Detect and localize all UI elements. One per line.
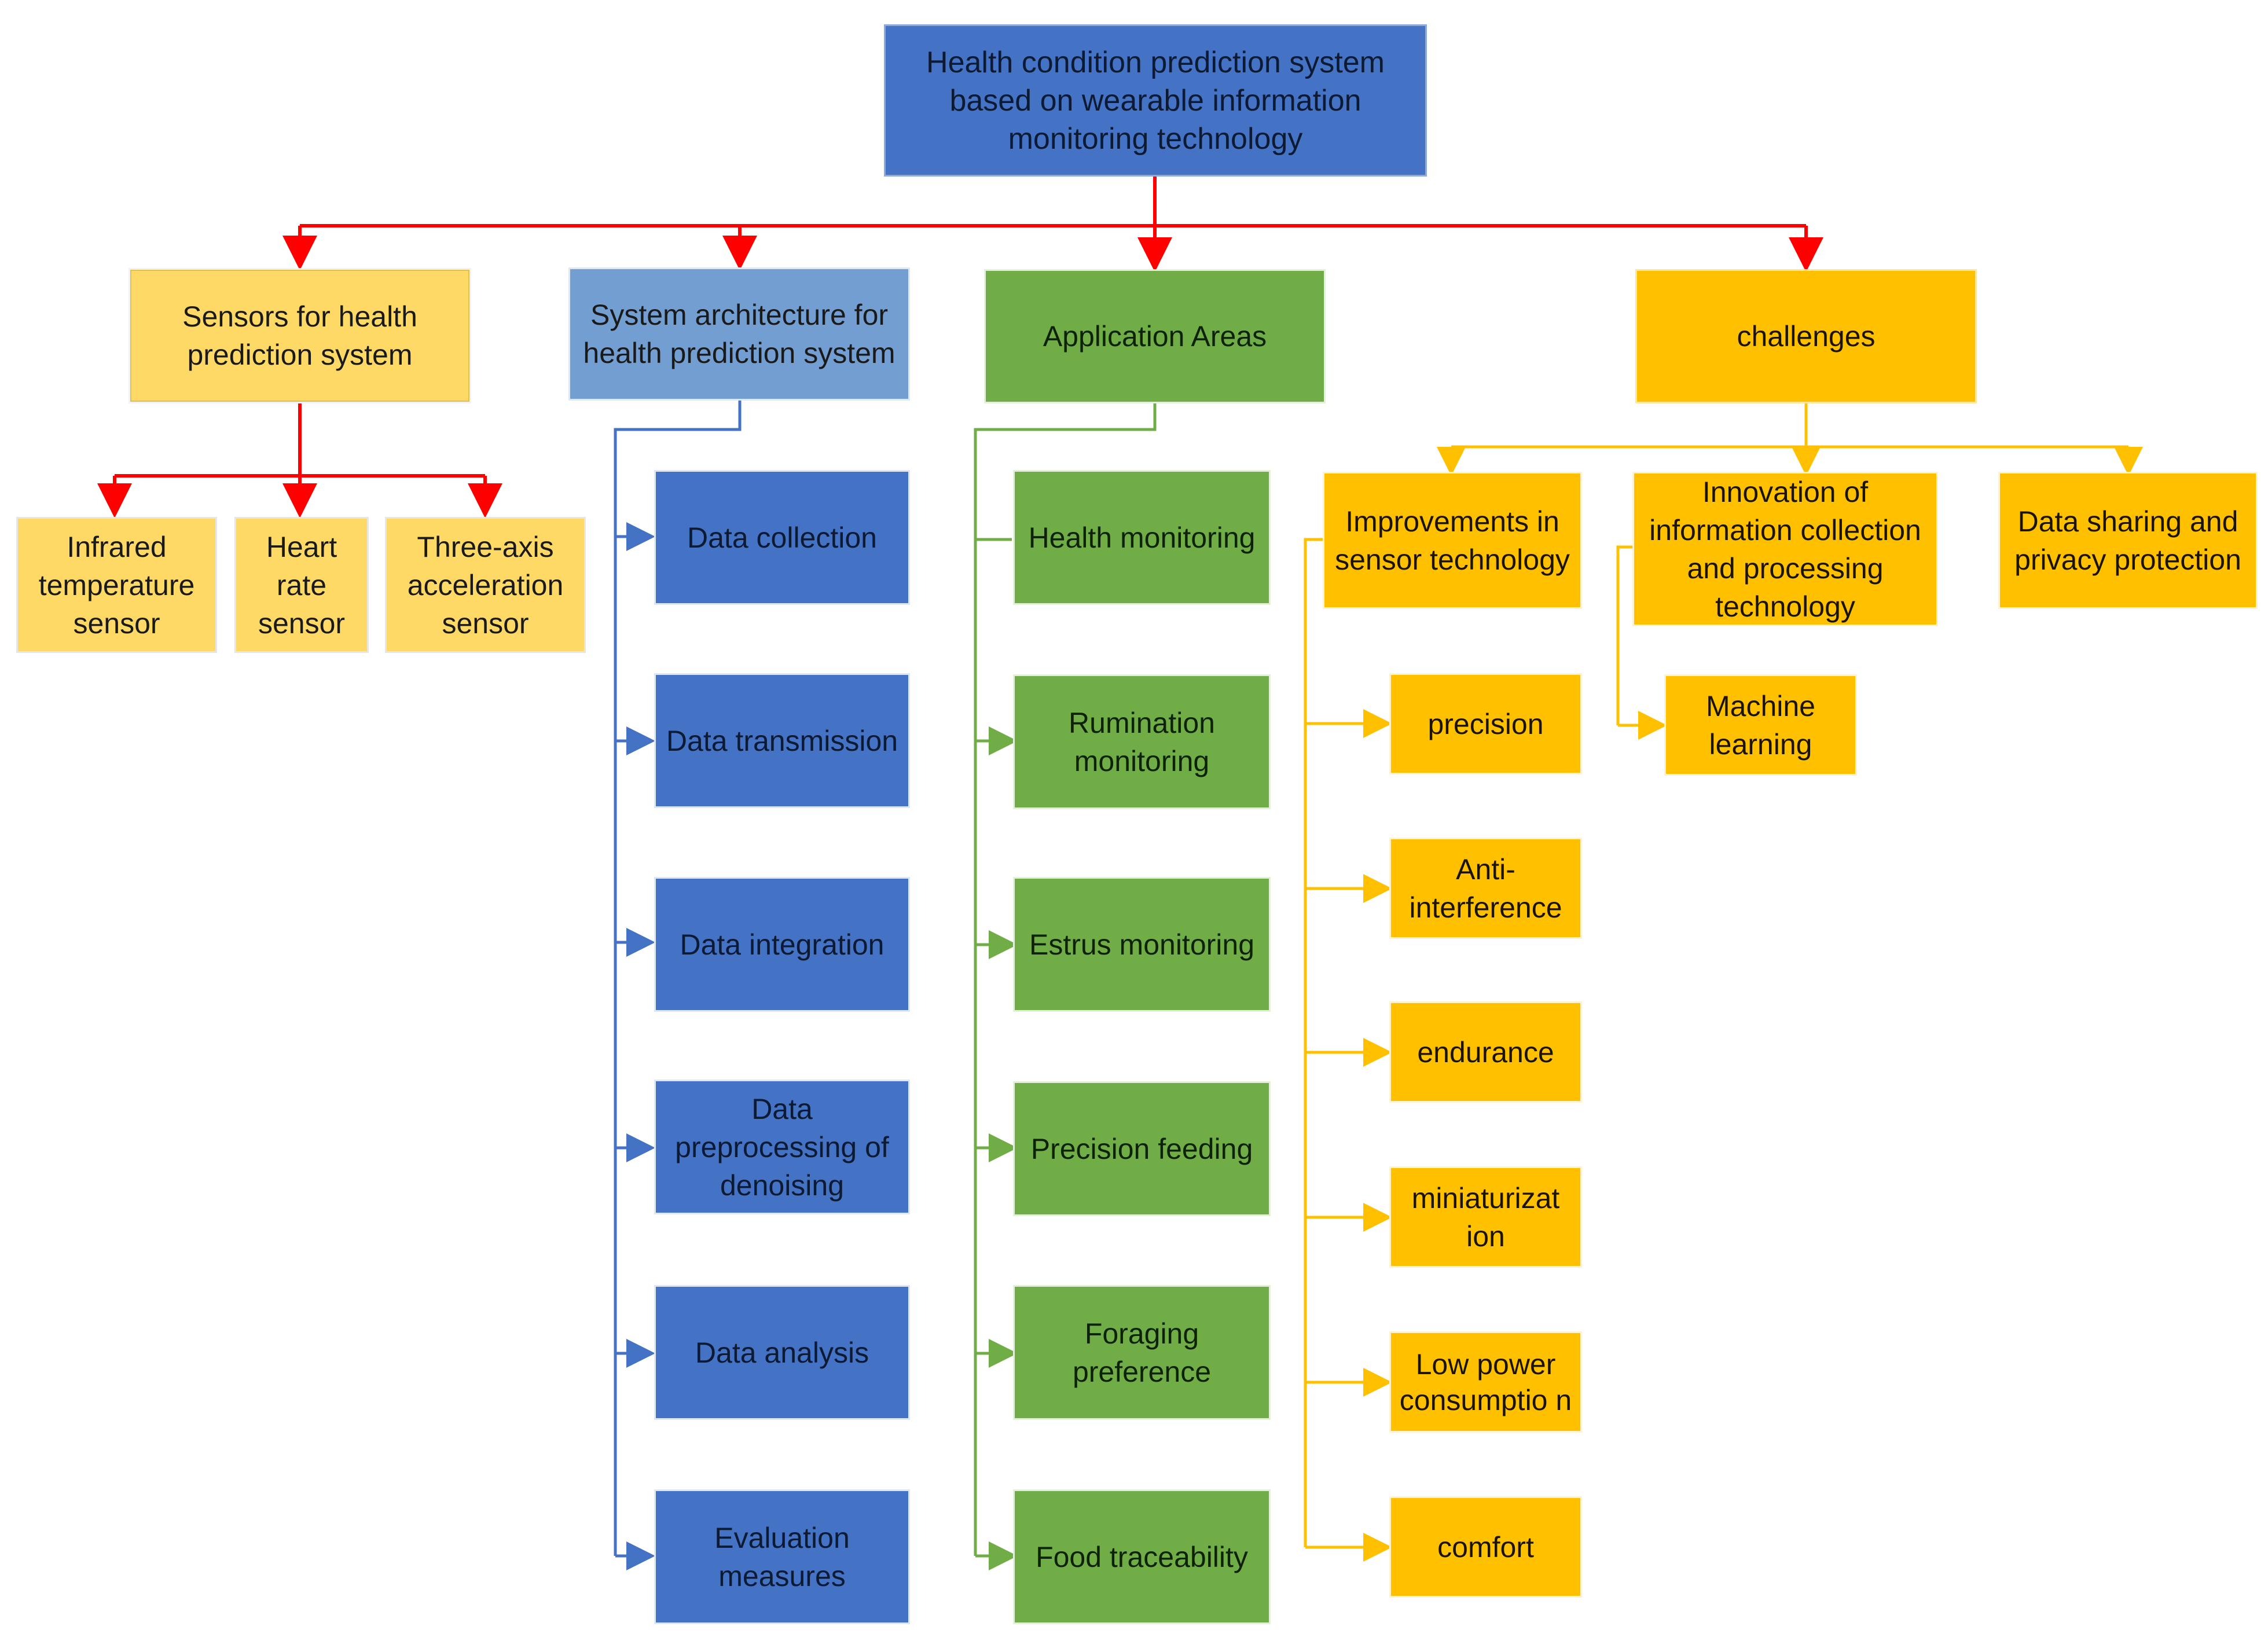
foraging-preference-node: Foraging preference bbox=[1013, 1285, 1271, 1420]
data-transmission-node: Data transmission bbox=[654, 673, 910, 808]
miniaturization-node: miniaturizat ion bbox=[1389, 1166, 1582, 1268]
comfort-label: comfort bbox=[1437, 1530, 1534, 1563]
infrared-sensor-node: Infrared temperature sensor bbox=[16, 517, 217, 653]
data-collection-node: Data collection bbox=[654, 470, 910, 605]
sensors-node: Sensors for health prediction system bbox=[129, 268, 471, 403]
heart-rate-sensor-node: Heart rate sensor bbox=[234, 517, 369, 653]
acceleration-sensor-node: Three-axis acceleration sensor bbox=[385, 517, 586, 653]
data-integration-label: Data integration bbox=[680, 928, 885, 961]
data-transmission-label: Data transmission bbox=[666, 724, 898, 757]
anti-interference-label: Anti-interference bbox=[1409, 853, 1562, 924]
anti-interference-node: Anti-interference bbox=[1389, 838, 1582, 939]
innovation-connector-spine bbox=[1616, 545, 1632, 725]
rumination-monitoring-node: Rumination monitoring bbox=[1013, 674, 1271, 809]
evaluation-measures-label: Evaluation measures bbox=[714, 1521, 850, 1592]
data-sharing-privacy-label: Data sharing and privacy protection bbox=[2014, 505, 2241, 576]
data-integration-node: Data integration bbox=[654, 877, 910, 1012]
evaluation-measures-node: Evaluation measures bbox=[654, 1489, 910, 1624]
estrus-monitoring-label: Estrus monitoring bbox=[1029, 928, 1255, 961]
sensor-improvements-node: Improvements in sensor technology bbox=[1323, 472, 1582, 609]
precision-label: precision bbox=[1427, 707, 1544, 740]
data-preprocessing-node: Data preprocessing of denoising bbox=[654, 1080, 910, 1214]
challenges-node-label: challenges bbox=[1737, 320, 1876, 353]
data-analysis-label: Data analysis bbox=[695, 1336, 869, 1369]
root-node: Health condition prediction system based… bbox=[884, 24, 1427, 177]
machine-learning-label: Machine learning bbox=[1706, 689, 1815, 761]
data-sharing-privacy-node: Data sharing and privacy protection bbox=[1998, 472, 2258, 609]
applications-connector-spine bbox=[974, 403, 1157, 1556]
miniaturization-label: miniaturizat ion bbox=[1411, 1181, 1560, 1253]
rumination-monitoring-label: Rumination monitoring bbox=[1069, 706, 1215, 777]
food-traceability-node: Food traceability bbox=[1013, 1489, 1271, 1624]
foraging-preference-label: Foraging preference bbox=[1072, 1317, 1212, 1388]
architecture-connector-spine bbox=[614, 401, 742, 1556]
low-power-consumption-node: Low power consumptio n bbox=[1389, 1331, 1582, 1433]
food-traceability-label: Food traceability bbox=[1036, 1540, 1248, 1573]
improvements-connector-spine bbox=[1304, 538, 1323, 1547]
precision-feeding-label: Precision feeding bbox=[1030, 1132, 1253, 1165]
precision-feeding-node: Precision feeding bbox=[1013, 1081, 1271, 1216]
data-analysis-node: Data analysis bbox=[654, 1285, 910, 1420]
sensors-node-label: Sensors for health prediction system bbox=[182, 300, 417, 371]
collection-innovation-node: Innovation of information collection and… bbox=[1632, 472, 1938, 626]
estrus-monitoring-node: Estrus monitoring bbox=[1013, 877, 1271, 1012]
applications-node-label: Application Areas bbox=[1043, 320, 1267, 353]
health-monitoring-label: Health monitoring bbox=[1028, 521, 1256, 554]
comfort-node: comfort bbox=[1389, 1496, 1582, 1598]
health-monitoring-node: Health monitoring bbox=[1013, 470, 1271, 605]
machine-learning-node: Machine learning bbox=[1664, 674, 1857, 776]
low-power-consumption-label: Low power consumptio n bbox=[1399, 1348, 1572, 1416]
collection-innovation-label: Innovation of information collection and… bbox=[1649, 475, 1921, 623]
data-collection-label: Data collection bbox=[687, 521, 877, 554]
root-node-label: Health condition prediction system based… bbox=[926, 45, 1385, 156]
challenges-node: challenges bbox=[1635, 269, 1977, 403]
applications-node: Application Areas bbox=[984, 269, 1326, 403]
data-preprocessing-label: Data preprocessing of denoising bbox=[675, 1092, 889, 1202]
sensor-improvements-label: Improvements in sensor technology bbox=[1335, 505, 1570, 576]
infrared-sensor-label: Infrared temperature sensor bbox=[38, 530, 195, 640]
heart-rate-sensor-label: Heart rate sensor bbox=[258, 530, 346, 640]
architecture-node: System architecture for health predictio… bbox=[568, 267, 910, 401]
endurance-label: endurance bbox=[1417, 1036, 1554, 1069]
architecture-node-label: System architecture for health predictio… bbox=[583, 299, 896, 369]
acceleration-sensor-label: Three-axis acceleration sensor bbox=[407, 530, 564, 640]
precision-node: precision bbox=[1389, 673, 1582, 774]
endurance-node: endurance bbox=[1389, 1001, 1582, 1103]
